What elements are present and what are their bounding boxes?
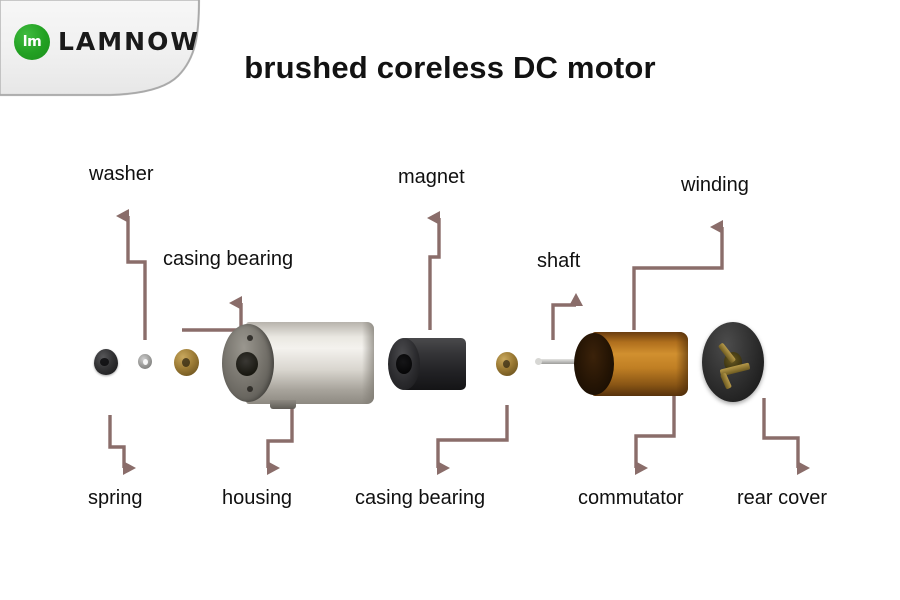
arrow-casing-bearing-bottom xyxy=(436,405,509,475)
banner-shape xyxy=(0,0,201,97)
brand-banner: lm LAMNOW xyxy=(0,0,210,98)
arrow-spring xyxy=(108,415,136,475)
housing-tab xyxy=(270,400,296,409)
part-rear-cover xyxy=(702,322,764,402)
part-spring xyxy=(94,349,118,375)
label-washer: washer xyxy=(89,163,154,185)
arrow-washer xyxy=(116,209,147,340)
label-commutator: commutator xyxy=(578,487,684,509)
brush-contact xyxy=(720,372,732,390)
logo-mark-text: lm xyxy=(22,34,42,50)
label-magnet: magnet xyxy=(398,166,465,188)
rear-cover-disc xyxy=(702,322,764,402)
arrow-commutator xyxy=(634,392,676,475)
label-spring: spring xyxy=(88,487,143,509)
label-winding: winding xyxy=(681,174,749,196)
arrow-shaft xyxy=(551,293,583,340)
part-magnet xyxy=(388,338,466,390)
arrow-winding xyxy=(632,220,724,330)
part-shaft xyxy=(535,358,584,365)
housing-bore xyxy=(236,352,258,376)
arrow-rear-cover xyxy=(762,398,810,475)
arrow-housing xyxy=(266,408,294,475)
label-casing-bearing-top: casing bearing xyxy=(163,248,294,270)
page-title: brushed coreless DC motor xyxy=(244,50,656,85)
part-washer xyxy=(138,354,152,369)
part-casing-bearing-rear xyxy=(496,352,518,376)
magnet-bore xyxy=(396,354,412,374)
housing-screw-hole xyxy=(247,335,253,341)
brand-wordmark: LAMNOW xyxy=(58,27,200,56)
magnet-end-face xyxy=(388,338,420,390)
label-housing: housing xyxy=(222,487,293,509)
arrow-magnet xyxy=(427,211,441,330)
part-housing xyxy=(222,322,374,409)
label-casing-bearing-bottom: casing bearing xyxy=(355,487,486,509)
label-rear-cover: rear cover xyxy=(737,487,828,509)
housing-screw-hole xyxy=(247,386,253,392)
lamnow-logo-icon: lm xyxy=(14,24,50,60)
label-shaft: shaft xyxy=(537,250,581,272)
part-casing-bearing-front xyxy=(174,349,199,376)
housing-end-cap xyxy=(222,324,274,402)
part-winding xyxy=(535,332,688,396)
part-commutator xyxy=(574,333,614,395)
